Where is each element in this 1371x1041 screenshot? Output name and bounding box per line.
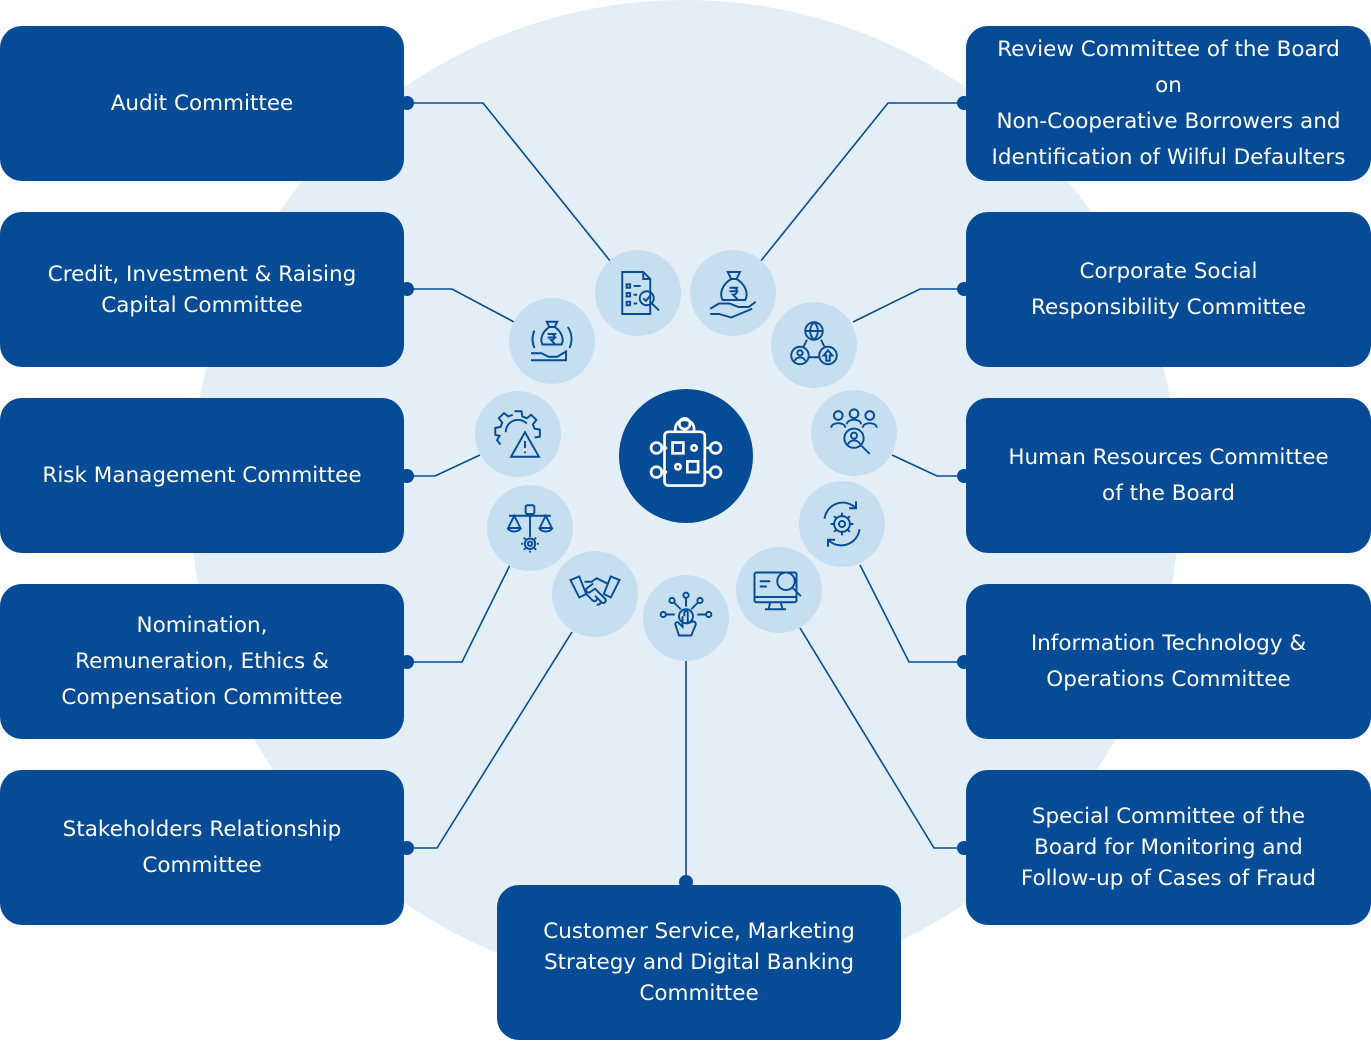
nomination-committee-label: Nomination, Remuneration, Ethics & Compe… [61, 612, 343, 710]
digital-touch-icon [659, 591, 713, 637]
risk-icon-node [475, 391, 561, 477]
credit-committee-box: Credit, Investment & Raising Capital Com… [0, 212, 404, 367]
scales-gear-icon [506, 504, 554, 553]
people-search-icon [830, 408, 878, 455]
board-center-node [619, 389, 753, 523]
customer-service-committee-box: Customer Service, Marketing Strategy and… [497, 885, 901, 1040]
risk-committee-label: Risk Management Committee [42, 462, 362, 488]
review-icon-node [690, 250, 776, 336]
csr-committee-box: Corporate Social Responsibility Committe… [966, 212, 1371, 367]
board-network-icon [649, 417, 723, 487]
checklist-magnifier-icon [621, 271, 660, 315]
it-committee-label: Information Technology & Operations Comm… [1030, 630, 1307, 692]
stakeholders-icon-node [552, 551, 638, 637]
money-bag-cycle-icon [531, 320, 573, 362]
it-icon-node [799, 481, 885, 567]
handshake-icon [569, 575, 621, 606]
fraud-committee-label: Special Committee of the Board for Monit… [1020, 804, 1317, 891]
globe-community-icon [790, 321, 838, 366]
gear-warning-icon [494, 410, 541, 458]
it-committee-box: Information Technology & Operations Comm… [966, 584, 1371, 739]
risk-committee-box: Risk Management Committee [0, 398, 404, 553]
csr-icon-node [771, 302, 857, 388]
review-committee-label: Review Committee of the Board on Non-Coo… [991, 36, 1346, 170]
csr-committee-label: Corporate Social Responsibility Committe… [1031, 258, 1306, 320]
fraud-committee-box: Special Committee of the Board for Monit… [966, 770, 1371, 925]
hr-committee-box: Human Resources Committee of the Board [966, 398, 1371, 553]
audit-committee-box: Audit Committee [0, 26, 404, 181]
stakeholders-committee-box: Stakeholders Relationship Committee [0, 770, 404, 925]
customer-service-committee-label: Customer Service, Marketing Strategy and… [543, 919, 855, 1006]
audit-icon-node [595, 250, 681, 336]
stakeholders-committee-label: Stakeholders Relationship Committee [62, 816, 342, 878]
money-bag-hand-icon [709, 271, 757, 319]
nomination-icon-node [487, 485, 573, 571]
review-committee-box: Review Committee of the Board on Non-Coo… [966, 26, 1371, 181]
nomination-committee-box: Nomination, Remuneration, Ethics & Compe… [0, 584, 404, 739]
credit-committee-label: Credit, Investment & Raising Capital Com… [47, 261, 357, 318]
hr-icon-node [811, 390, 897, 476]
monitor-search-icon [753, 571, 802, 611]
monitor-icon-node [736, 547, 822, 633]
customer-icon-node [643, 575, 729, 661]
audit-committee-label: Audit Committee [110, 90, 294, 116]
credit-icon-node [509, 298, 595, 384]
hr-committee-label: Human Resources Committee of the Board [1008, 444, 1329, 506]
gear-cycle-icon [823, 501, 861, 547]
